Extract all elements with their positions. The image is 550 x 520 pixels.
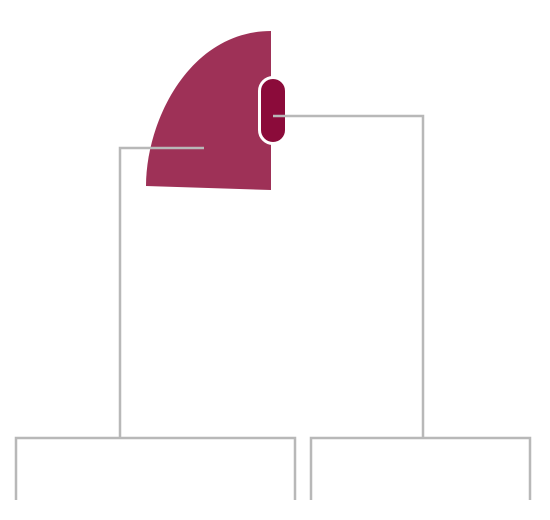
left-connector-line xyxy=(118,146,204,438)
right-target-box xyxy=(309,436,532,500)
left-target-box xyxy=(14,436,297,500)
right-connector-line xyxy=(273,114,425,438)
quarter-round-shape xyxy=(146,31,271,190)
connector-lines xyxy=(118,114,425,438)
pill-marker xyxy=(258,76,288,145)
target-boxes xyxy=(14,436,532,500)
